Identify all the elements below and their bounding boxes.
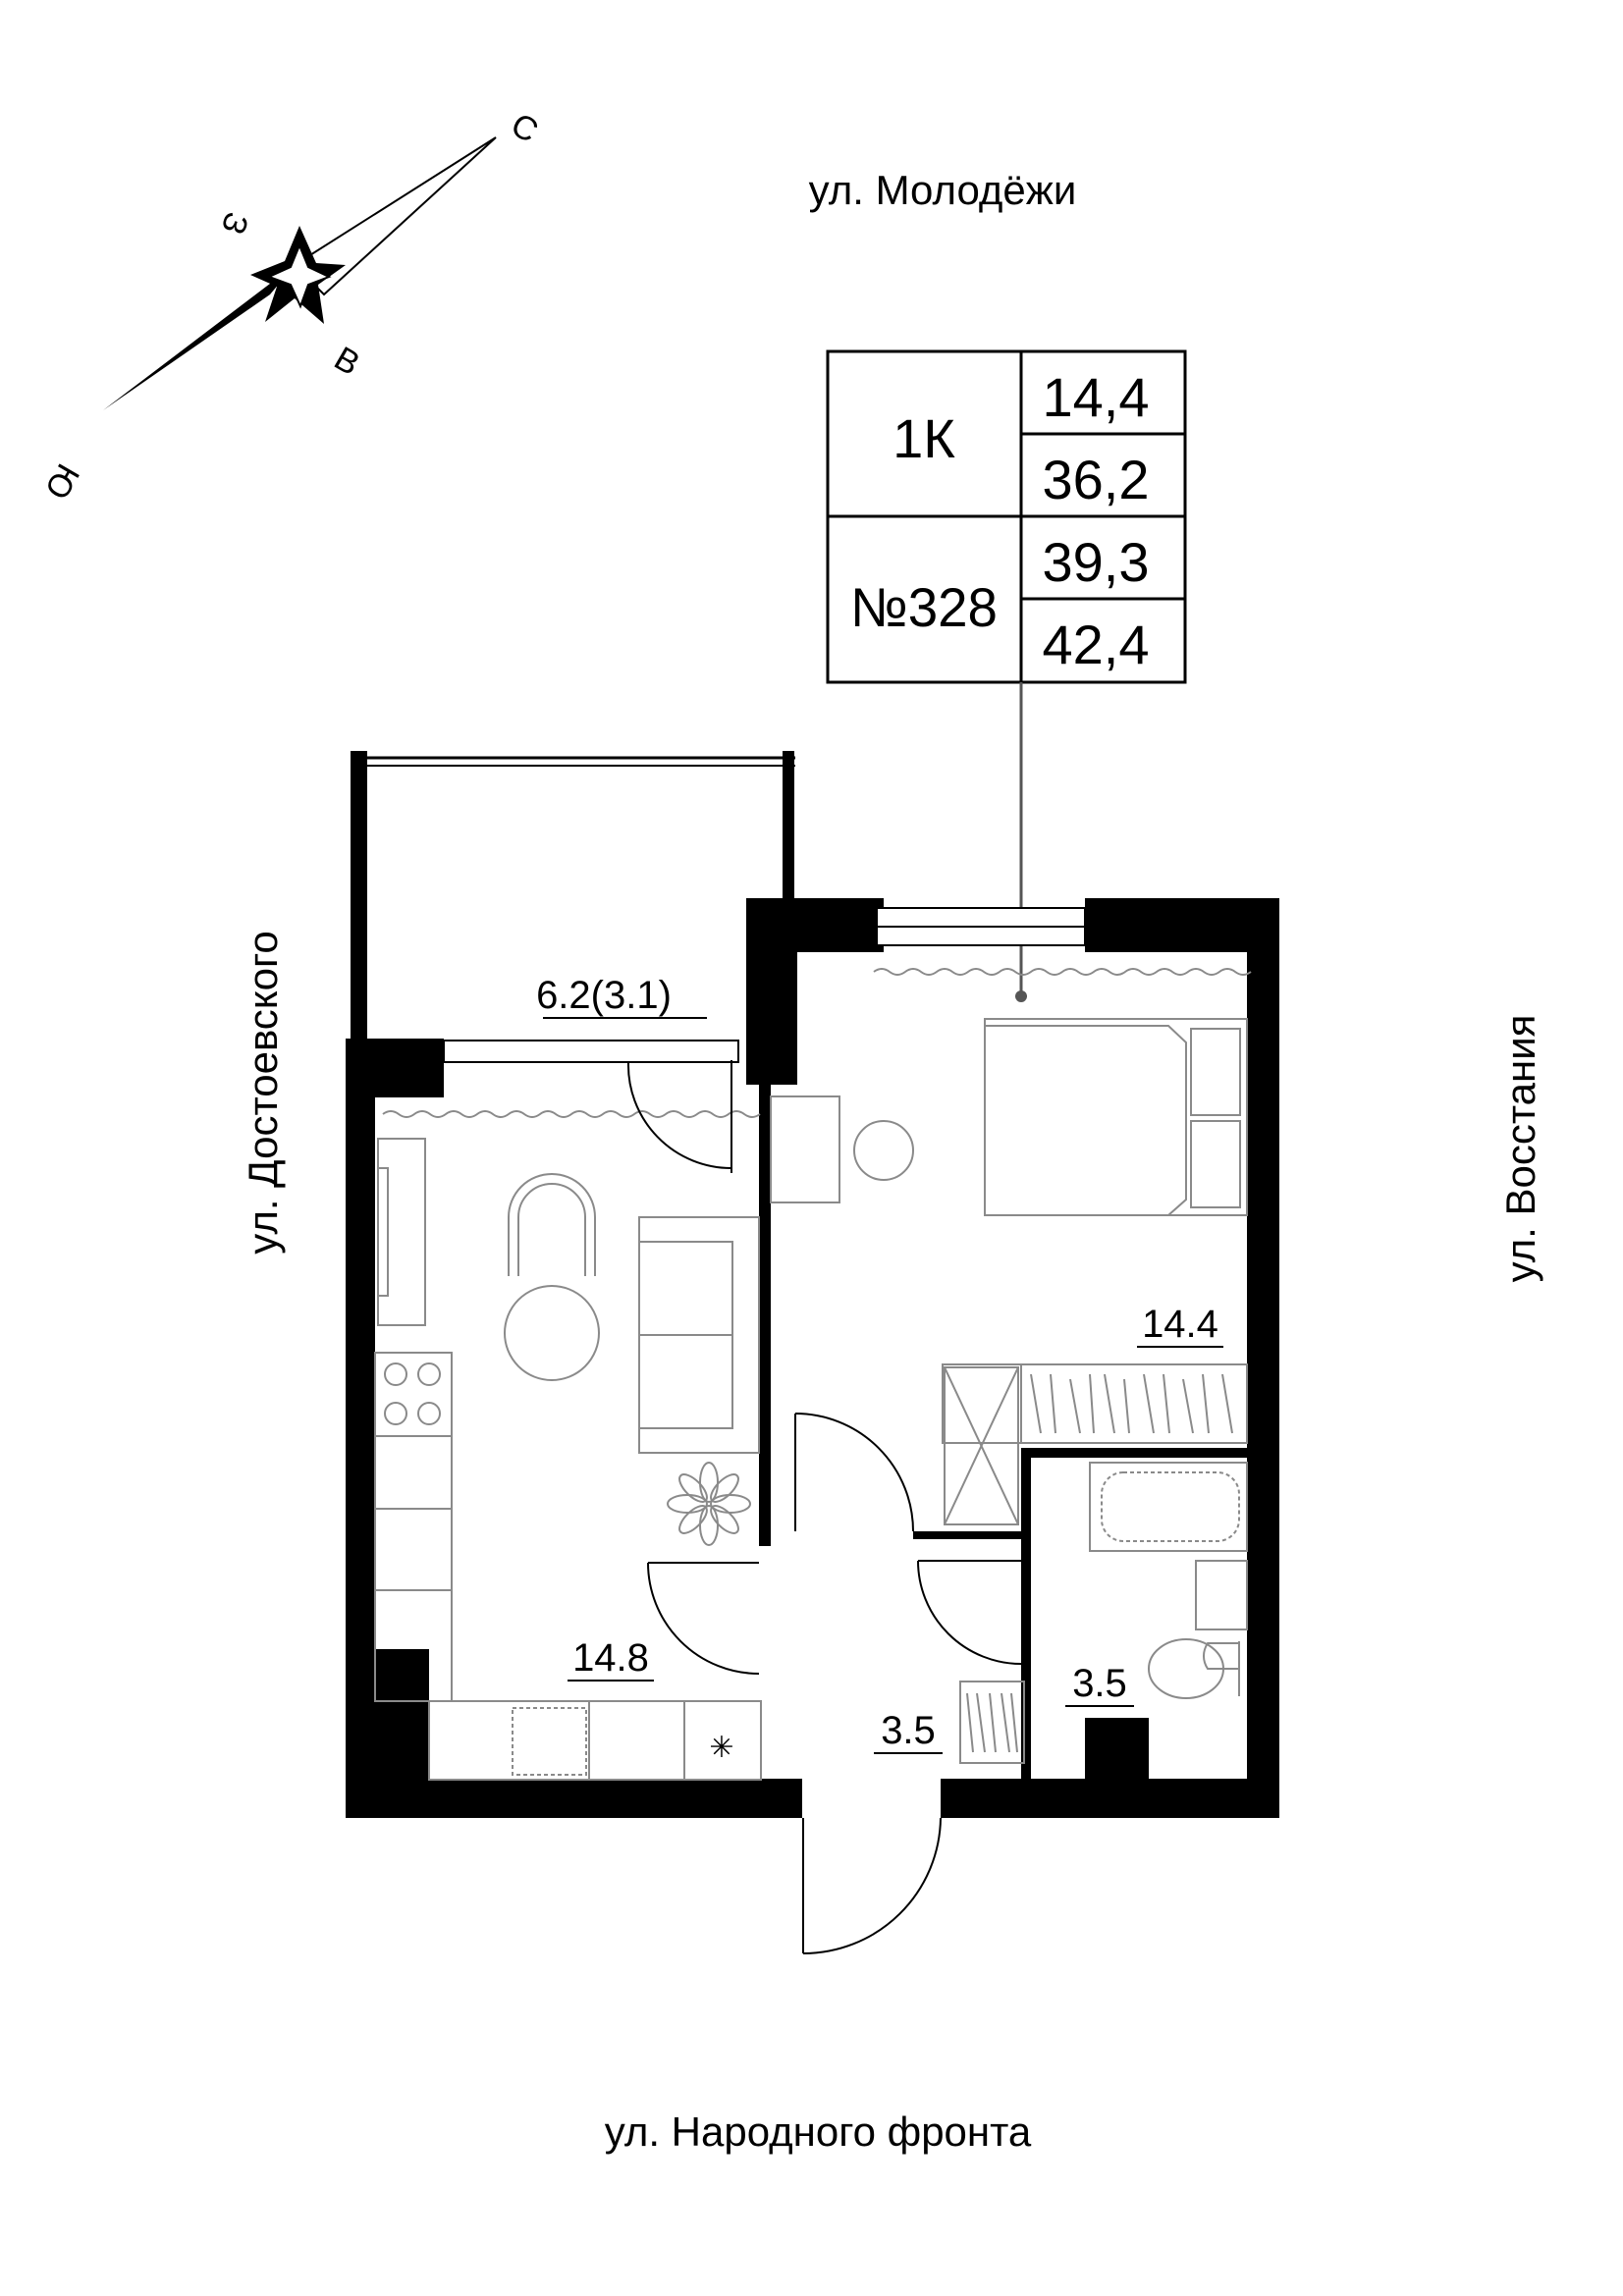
bed bbox=[984, 1018, 1248, 1216]
bathtub bbox=[1089, 1462, 1248, 1552]
compass-star-inner bbox=[266, 242, 332, 309]
apartment-type: 1К bbox=[893, 407, 955, 469]
bed-blanket bbox=[985, 1025, 1187, 1216]
partition-kitchen-bedroom bbox=[759, 1085, 771, 1546]
burner-2 bbox=[417, 1362, 441, 1386]
bathtub-inner bbox=[1101, 1471, 1240, 1542]
balcony-wall-right-post bbox=[783, 751, 794, 898]
apartment-number: №328 bbox=[850, 576, 998, 638]
toilet-bowl bbox=[1148, 1638, 1224, 1699]
kitchen-furniture: ✳ bbox=[374, 1138, 762, 1781]
wall-balcony-partition bbox=[746, 898, 797, 1085]
wall-right-corner bbox=[1085, 898, 1276, 952]
room-area-kitchen-living: 14.8 bbox=[572, 1636, 649, 1680]
card-leader-dot bbox=[1015, 990, 1027, 1002]
hall-fixtures bbox=[959, 1681, 1025, 1764]
bathroom-fixtures bbox=[1089, 1462, 1248, 1699]
compass-west-label: З bbox=[213, 207, 255, 239]
balcony-wall-left bbox=[351, 751, 367, 1041]
dining-chair-inner bbox=[517, 1183, 586, 1276]
shoe-rack bbox=[959, 1681, 1025, 1764]
walls bbox=[346, 751, 1279, 1818]
street-bottom-label: ул. Народного фронта bbox=[605, 2109, 1032, 2155]
compass-north-label: С bbox=[505, 106, 544, 150]
shoe-rack-lines bbox=[966, 1692, 1018, 1753]
sink-cabinet bbox=[512, 1707, 587, 1776]
bedroom-furniture bbox=[770, 1018, 1248, 1525]
toilet bbox=[1203, 1641, 1240, 1696]
card-value-3: 39,3 bbox=[1043, 531, 1150, 593]
burner-3 bbox=[384, 1402, 407, 1425]
kitchen-door-swing bbox=[647, 1562, 760, 1675]
compass-east-label: В bbox=[328, 340, 366, 383]
room-area-bathroom: 3.5 bbox=[1072, 1662, 1127, 1705]
plant-icon bbox=[667, 1462, 751, 1546]
room-area-balcony: 6.2(3.1) bbox=[536, 974, 672, 1017]
compass-rose: С Ю В З bbox=[37, 106, 544, 506]
wardrobe-hangers bbox=[1030, 1373, 1233, 1434]
street-top-label: ул. Молодёжи bbox=[809, 167, 1077, 213]
tv-stand bbox=[377, 1138, 426, 1326]
partition-bath-top bbox=[1021, 1448, 1252, 1458]
fridge-icon: ✳ bbox=[709, 1732, 733, 1764]
shelf-unit-cross bbox=[944, 1366, 1019, 1525]
shelf-unit bbox=[944, 1366, 1019, 1525]
compass-needle-south bbox=[103, 265, 295, 410]
curtain-bedroom bbox=[873, 968, 1252, 976]
tv-stand-inner bbox=[377, 1167, 389, 1297]
wall-left-corner bbox=[346, 1039, 444, 1097]
apartment-info-card: 1К №328 14,4 36,2 39,3 42,4 bbox=[826, 349, 1187, 684]
desk-chair bbox=[853, 1120, 914, 1181]
room-area-bedroom: 14.4 bbox=[1142, 1303, 1218, 1346]
bedroom-door-swing bbox=[794, 1413, 914, 1532]
partition-bath-left bbox=[1021, 1448, 1031, 1782]
bathroom-door-swing bbox=[917, 1560, 1022, 1665]
card-value-2: 36,2 bbox=[1043, 449, 1150, 510]
card-value-4: 42,4 bbox=[1043, 614, 1150, 675]
wardrobe bbox=[942, 1363, 1248, 1444]
card-value-1: 14,4 bbox=[1043, 366, 1150, 428]
desk bbox=[770, 1095, 840, 1203]
partition-hall-top bbox=[913, 1531, 1026, 1539]
pillow-bottom bbox=[1190, 1120, 1241, 1208]
entrance-door-swing bbox=[802, 1817, 942, 1954]
balcony-door-swing bbox=[626, 1061, 732, 1169]
curtain-kitchen bbox=[382, 1110, 761, 1118]
window-kitchen bbox=[443, 1040, 739, 1063]
street-left-label: ул. Достоевского bbox=[240, 931, 286, 1254]
wall-bottom-left bbox=[346, 1779, 802, 1818]
counter-left bbox=[374, 1435, 453, 1702]
wall-right-exterior bbox=[1247, 898, 1279, 1816]
washbasin bbox=[1195, 1560, 1248, 1630]
counter-bottom bbox=[428, 1700, 762, 1781]
dining-table bbox=[504, 1285, 600, 1381]
doors bbox=[626, 1060, 1022, 1954]
street-right-label: ул. Восстания bbox=[1497, 1015, 1543, 1283]
wall-bottom-right-block bbox=[1085, 1718, 1149, 1796]
room-area-hall: 3.5 bbox=[881, 1709, 936, 1752]
dining-chair bbox=[508, 1173, 596, 1276]
cooktop bbox=[374, 1352, 453, 1437]
pillow-top bbox=[1190, 1028, 1241, 1116]
compass-south-label: Ю bbox=[37, 457, 86, 506]
burner-4 bbox=[417, 1402, 441, 1425]
burner-1 bbox=[384, 1362, 407, 1386]
